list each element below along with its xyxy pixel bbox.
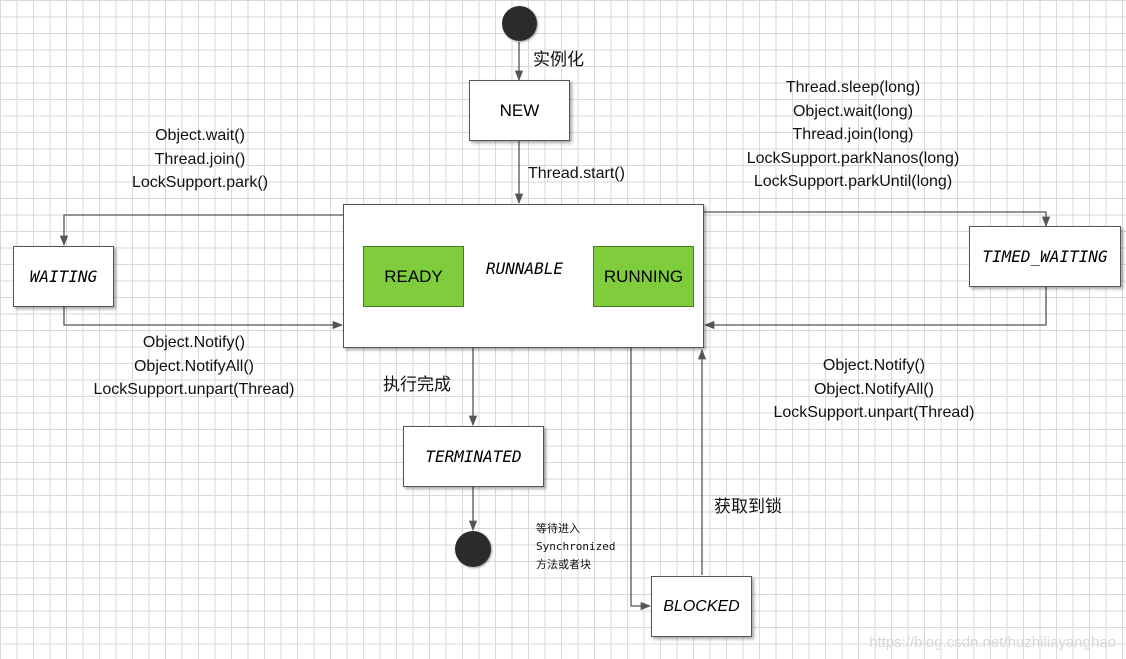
arrow-runnable-to-blocked (630, 348, 652, 611)
substate-running: RUNNING (593, 246, 694, 307)
state-runnable-label: RUNNABLE (486, 259, 564, 278)
label-to-waiting-line: LockSupport.park() (131, 174, 269, 191)
substate-ready: READY (363, 246, 464, 307)
label-from-waiting-line: Object.NotifyAll() (133, 357, 255, 375)
state-new: NEW (469, 80, 570, 141)
label-thread-start: Thread.start() (528, 165, 625, 182)
label-to-timed-waiting-line: Thread.join(long) (792, 126, 914, 143)
arrow-waiting-to-runnable (63, 306, 344, 330)
label-to-waiting: Object.wait() Thread.join() LockSupport.… (110, 124, 290, 195)
arrow-runnable-to-waiting (59, 214, 344, 247)
state-blocked-label: BLOCKED (663, 597, 740, 615)
label-to-blocked-line: Synchronized (536, 540, 616, 553)
label-from-timed-waiting-line: Object.NotifyAll() (813, 380, 935, 398)
initial-state-dot (502, 6, 537, 41)
label-from-waiting-line: LockSupport.unpart(Thread) (93, 381, 295, 398)
label-to-waiting-line: Object.wait() (155, 127, 245, 144)
label-from-waiting-line: Object.Notify() (142, 334, 246, 351)
label-to-timed-waiting: Thread.sleep(long) Object.wait(long) Thr… (718, 76, 988, 194)
arrow-runnable-to-timed-waiting (703, 211, 1051, 228)
watermark: https://blog.csdn.net/huzhiliayanghao (869, 634, 1116, 651)
state-waiting-label: WAITING (29, 267, 98, 286)
state-terminated-label: TERMINATED (425, 447, 522, 466)
label-to-blocked: 等待进入 Synchronized 方法或者块 (536, 520, 615, 574)
label-from-timed-waiting: Object.Notify() Object.NotifyAll() LockS… (754, 354, 994, 425)
state-terminated: TERMINATED (403, 426, 544, 487)
state-timed-waiting: TIMED_WAITING (969, 226, 1121, 287)
label-from-waiting: Object.Notify() Object.NotifyAll() LockS… (74, 331, 314, 402)
state-blocked: BLOCKED (651, 576, 752, 637)
label-from-timed-waiting-line: LockSupport.unpart(Thread) (773, 404, 975, 421)
label-instantiate: 实例化 (533, 50, 584, 70)
label-to-timed-waiting-line: LockSupport.parkUntil(long) (753, 173, 953, 190)
label-to-timed-waiting-line: LockSupport.parkNanos(long) (746, 149, 960, 167)
label-to-timed-waiting-line: Object.wait(long) (792, 102, 914, 120)
arrow-timed-waiting-to-runnable (703, 287, 1047, 330)
state-waiting: WAITING (13, 246, 114, 307)
label-to-waiting-line: Thread.join() (154, 150, 246, 168)
label-to-blocked-line: 等待进入 (536, 522, 580, 535)
label-from-timed-waiting-line: Object.Notify() (822, 357, 926, 374)
label-acquire-lock: 获取到锁 (714, 497, 782, 517)
state-timed-waiting-label: TIMED_WAITING (982, 247, 1108, 266)
final-state-dot (455, 531, 491, 567)
label-to-timed-waiting-line: Thread.sleep(long) (785, 79, 921, 96)
state-new-label: NEW (499, 100, 540, 120)
substate-ready-label: READY (384, 266, 443, 286)
label-to-blocked-line: 方法或者块 (536, 558, 591, 571)
substate-running-label: RUNNING (603, 266, 684, 286)
label-finish: 执行完成 (383, 375, 451, 395)
